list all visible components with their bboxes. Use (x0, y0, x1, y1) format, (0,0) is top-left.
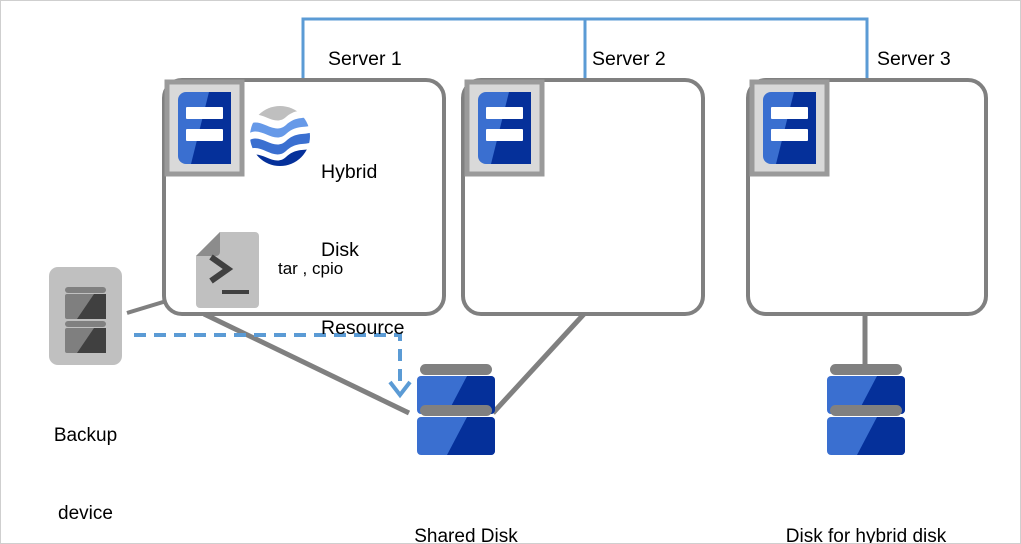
hybrid-disk-resource-label: Hybrid Disk Resource (321, 107, 404, 393)
server-3-label: Server 3 (877, 48, 951, 70)
hybrid-disk-resource-label-line-2: Disk (321, 239, 359, 261)
hybrid-disk-icon (827, 364, 905, 455)
hybrid-disk-resource-label-line-3: Resource (321, 317, 405, 339)
server-1-machine-icon (164, 79, 245, 177)
console-file-icon (196, 232, 259, 308)
server-2-label: Server 2 (592, 48, 666, 70)
backup-device-label-line-2: device (58, 503, 113, 524)
backup-device-label-line-1: Backup (53, 425, 118, 446)
shared-disk-icon (417, 364, 495, 455)
server-1-label: Server 1 (328, 48, 402, 70)
shared-disk-label-line-1: Shared Disk (414, 526, 518, 544)
tar-cpio-label: tar , cpio (278, 259, 344, 278)
server1-to-shared-disk-line (202, 311, 411, 416)
shared-disk-label: Shared Disk for hybrid disk resource (306, 472, 626, 544)
backup-device-icon (49, 267, 122, 365)
server2-to-shared-disk-line (491, 312, 586, 415)
backup-dashed-arrow (134, 333, 412, 399)
network-bus-line (301, 17, 869, 79)
server3-disk-label: Disk for hybrid disk resource (726, 472, 1006, 544)
hybrid-disk-resource-label-line-1: Hybrid (321, 161, 378, 183)
server-3-machine-icon (749, 79, 830, 177)
server3-disk-label-line-1: Disk for hybrid disk (785, 526, 947, 544)
backup-device-label: Backup device (23, 371, 148, 543)
server-2-machine-icon (464, 79, 545, 177)
arrow-head (388, 380, 412, 399)
hybrid-disk-resource-globe-icon (250, 106, 310, 166)
server-disk-links (202, 311, 868, 416)
